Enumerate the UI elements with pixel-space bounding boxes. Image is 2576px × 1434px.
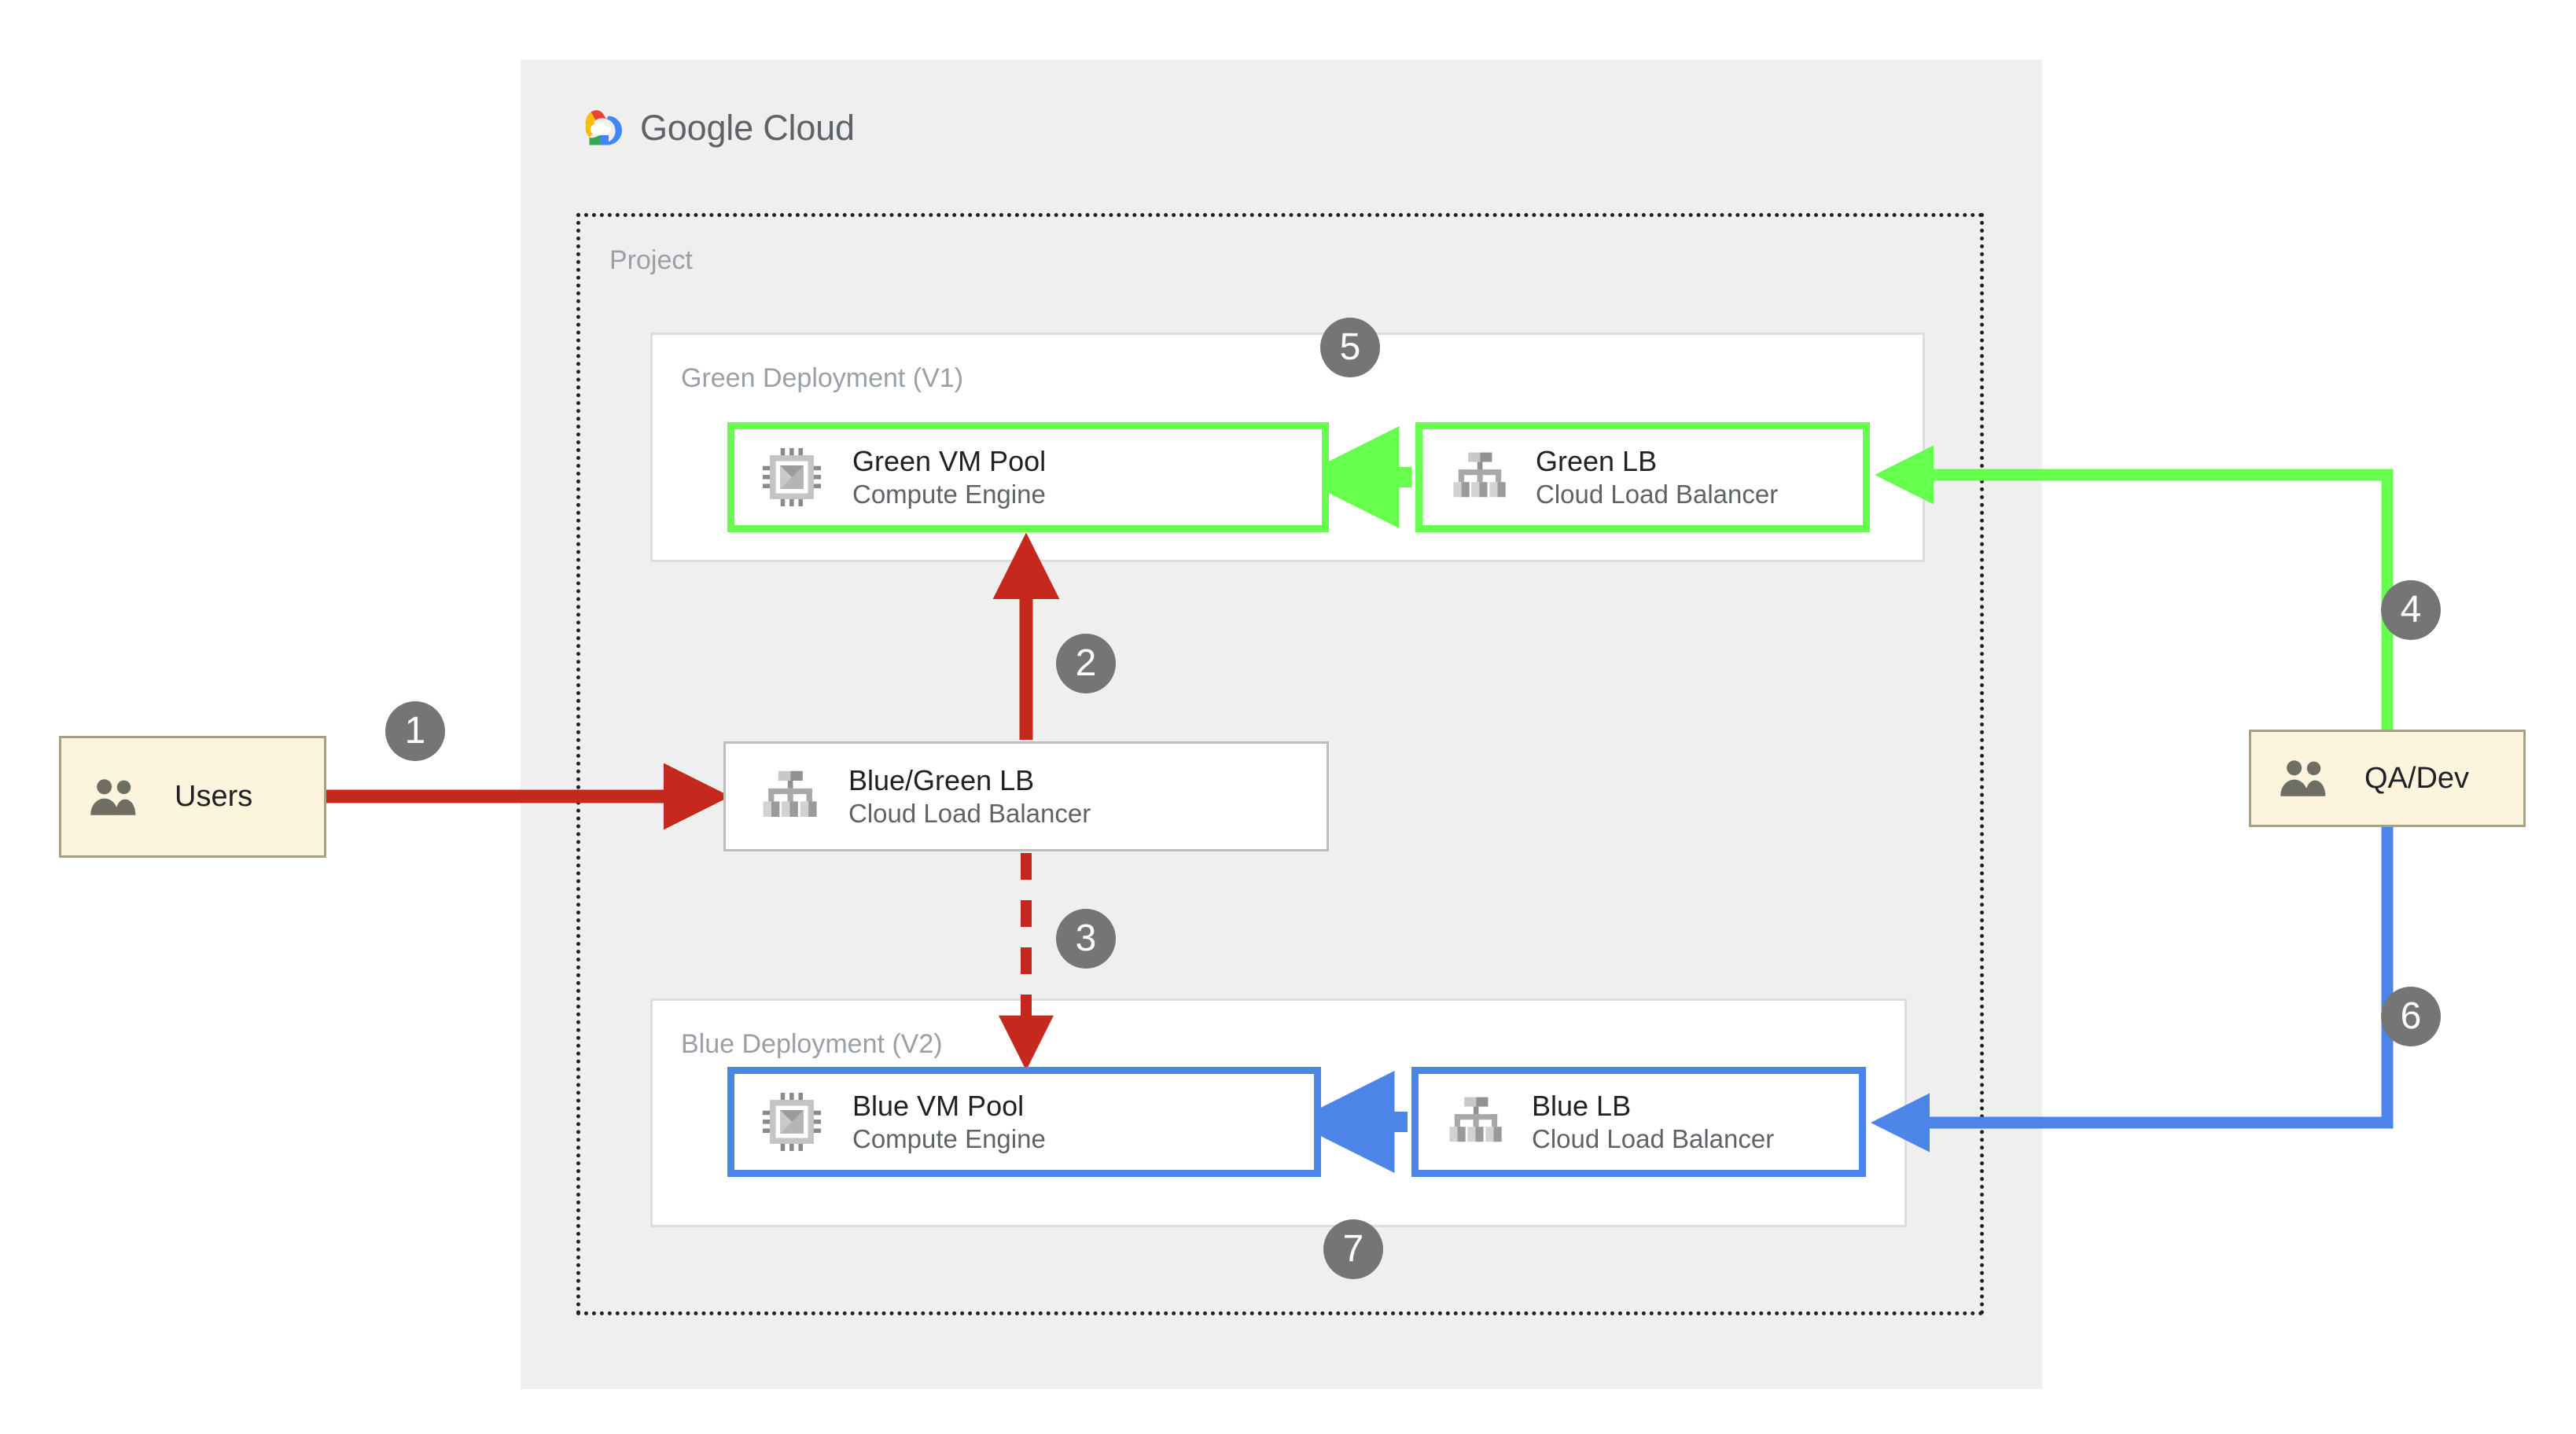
node-title: Blue/Green LB <box>848 763 1035 796</box>
actor-label: Users <box>175 780 253 813</box>
step-badge-7: 7 <box>1323 1219 1383 1279</box>
users-group-icon <box>77 776 156 818</box>
node-title: Green LB <box>1536 444 1658 477</box>
blue-deployment-title: Blue Deployment (V2) <box>681 1029 943 1059</box>
node-blue-green-lb[interactable]: Blue/Green LB Cloud Load Balancer <box>723 741 1329 851</box>
step-badge-5: 5 <box>1320 318 1380 377</box>
google-cloud-brand: Google Cloud <box>574 101 855 156</box>
node-green-vm-pool[interactable]: Green VM Pool Compute Engine <box>727 422 1329 532</box>
node-blue-lb[interactable]: Blue LB Cloud Load Balancer <box>1411 1067 1866 1177</box>
cloud-load-balancer-icon <box>1433 1093 1519 1151</box>
cloud-load-balancer-icon <box>1437 448 1523 506</box>
project-boundary <box>576 213 1984 1315</box>
cloud-load-balancer-icon <box>743 767 837 826</box>
compute-engine-chip-icon <box>745 1091 838 1153</box>
step-badge-1: 1 <box>385 701 445 761</box>
node-subtitle: Cloud Load Balancer <box>1536 479 1779 509</box>
node-subtitle: Cloud Load Balancer <box>1532 1123 1775 1153</box>
compute-engine-chip-icon <box>745 447 838 508</box>
actor-qa-dev[interactable]: QA/Dev <box>2249 730 2526 827</box>
node-subtitle: Cloud Load Balancer <box>848 798 1091 828</box>
google-cloud-wordmark: Google Cloud <box>640 108 855 149</box>
google-cloud-logo-icon <box>585 110 622 145</box>
node-title: Blue VM Pool <box>852 1089 1025 1122</box>
node-green-lb[interactable]: Green LB Cloud Load Balancer <box>1415 422 1870 532</box>
node-subtitle: Compute Engine <box>852 479 1046 509</box>
step-badge-3: 3 <box>1056 909 1116 969</box>
step-badge-4: 4 <box>2381 580 2441 640</box>
node-title: Green VM Pool <box>852 444 1047 477</box>
brand-word-google: Google <box>640 108 753 148</box>
step-badge-2: 2 <box>1056 634 1116 693</box>
node-blue-vm-pool[interactable]: Blue VM Pool Compute Engine <box>727 1067 1321 1177</box>
actor-label: QA/Dev <box>2364 761 2470 795</box>
brand-word-cloud: Cloud <box>763 108 855 148</box>
actor-users[interactable]: Users <box>59 736 326 858</box>
step-badge-6: 6 <box>2381 987 2441 1046</box>
project-label: Project <box>609 245 693 275</box>
node-title: Blue LB <box>1532 1089 1632 1122</box>
green-deployment-title: Green Deployment (V1) <box>681 363 964 393</box>
node-subtitle: Compute Engine <box>852 1123 1046 1153</box>
users-group-icon <box>2267 757 2346 800</box>
